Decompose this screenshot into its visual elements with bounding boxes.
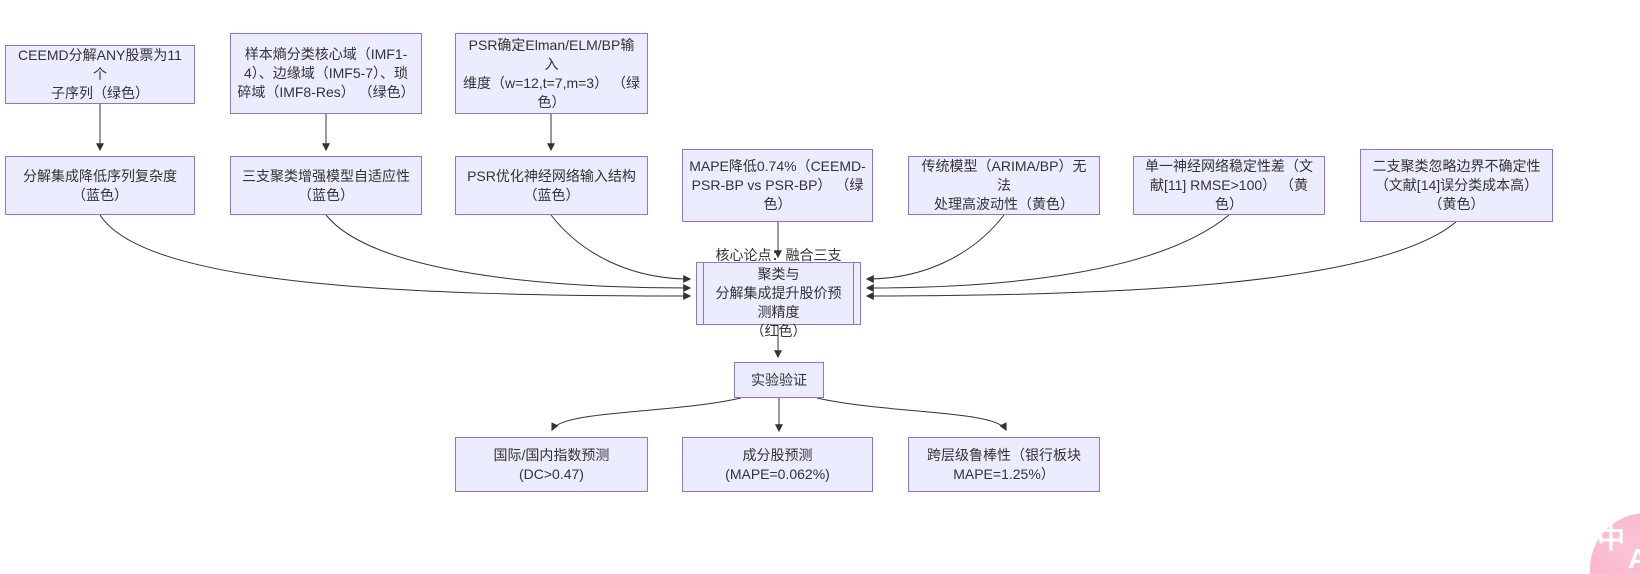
node-single-nn-instability: 单一神经网络稳定性差（文 献[11] RMSE>100） （黄色） [1133,156,1325,215]
node-constituent-prediction: 成分股预测 (MAPE=0.062%) [682,437,873,492]
node-mape-reduction-label: MAPE降低0.74%（CEEMD- PSR-BP vs PSR-BP） （绿 … [689,158,866,212]
node-index-prediction: 国际/国内指数预测 (DC>0.47) [455,437,648,492]
node-three-way-adaptivity: 三支聚类增强模型自适应性 （蓝色） [230,156,422,215]
edge-twoway-to-core [865,221,1457,300]
node-traditional-limit: 传统模型（ARIMA/BP）无法 处理高波动性（黄色） [908,156,1100,215]
node-psr-structure-label: PSR优化神经网络输入结构 （蓝色） [467,167,636,203]
node-index-prediction-label: 国际/国内指数预测 (DC>0.47) [493,446,610,482]
node-core-thesis-label: 核心论点：融合三支聚类与 分解集成提升股价预测精度 （红色） [715,247,842,339]
node-constituent-prediction-label: 成分股预测 (MAPE=0.062%) [725,446,830,482]
node-two-way-limit: 二支聚类忽略边界不确定性 （文献[14]误分类成本高） （黄色） [1360,149,1553,222]
node-three-way-adaptivity-label: 三支聚类增强模型自适应性 （蓝色） [242,167,410,203]
node-psr-input-dim: PSR确定Elman/ELM/BP输入 维度（w=12,t=7,m=3） （绿 … [455,33,648,114]
node-traditional-limit-label: 传统模型（ARIMA/BP）无法 处理高波动性（黄色） [921,158,1087,212]
edge-psropt-to-core [550,214,692,283]
node-core-thesis: 核心论点：融合三支聚类与 分解集成提升股价预测精度 （红色） [696,247,861,339]
node-ceemd-decompose: CEEMD分解ANY股票为11个 子序列（绿色） [5,45,195,104]
node-single-nn-instability-label: 单一神经网络稳定性差（文 献[11] RMSE>100） （黄色） [1145,158,1313,212]
edge-threeway-to-core [325,214,692,292]
translate-en-glyph: A [1628,543,1640,574]
node-cross-level-robustness-label: 跨层级鲁棒性（银行板块 MAPE=1.25%） [927,446,1081,482]
node-ceemd-decompose-label: CEEMD分解ANY股票为11个 子序列（绿色） [18,47,182,101]
node-two-way-limit-label: 二支聚类忽略边界不确定性 （文献[14]误分类成本高） （黄色） [1372,158,1541,212]
edge-traditional-to-core [865,214,1005,283]
node-psr-input-dim-label: PSR确定Elman/ELM/BP输入 维度（w=12,t=7,m=3） （绿 … [462,36,640,110]
edge-singlenn-to-core [865,214,1230,292]
edge-decompose-to-core [99,214,692,300]
node-decompose-complexity-label: 分解集成降低序列复杂度 （蓝色） [23,167,177,203]
node-experiment: 实验验证 [734,362,824,398]
node-cross-level-robustness: 跨层级鲁棒性（银行板块 MAPE=1.25%） [908,437,1100,492]
translate-button[interactable]: 中 A [1590,513,1640,574]
node-decompose-complexity: 分解集成降低序列复杂度 （蓝色） [5,156,195,215]
translate-zh-glyph: 中 [1597,523,1626,554]
node-sample-entropy: 样本熵分类核心域（IMF1- 4）、边缘域（IMF5-7）、琐 碎域（IMF8-… [230,33,422,114]
edge-experiment-to-robustness [816,397,1007,432]
edge-experiment-to-index [551,397,742,432]
node-sample-entropy-label: 样本熵分类核心域（IMF1- 4）、边缘域（IMF5-7）、琐 碎域（IMF8-… [237,46,415,100]
node-psr-structure: PSR优化神经网络输入结构 （蓝色） [455,156,648,215]
node-mape-reduction: MAPE降低0.74%（CEEMD- PSR-BP vs PSR-BP） （绿 … [682,149,873,222]
node-experiment-label: 实验验证 [751,371,807,388]
